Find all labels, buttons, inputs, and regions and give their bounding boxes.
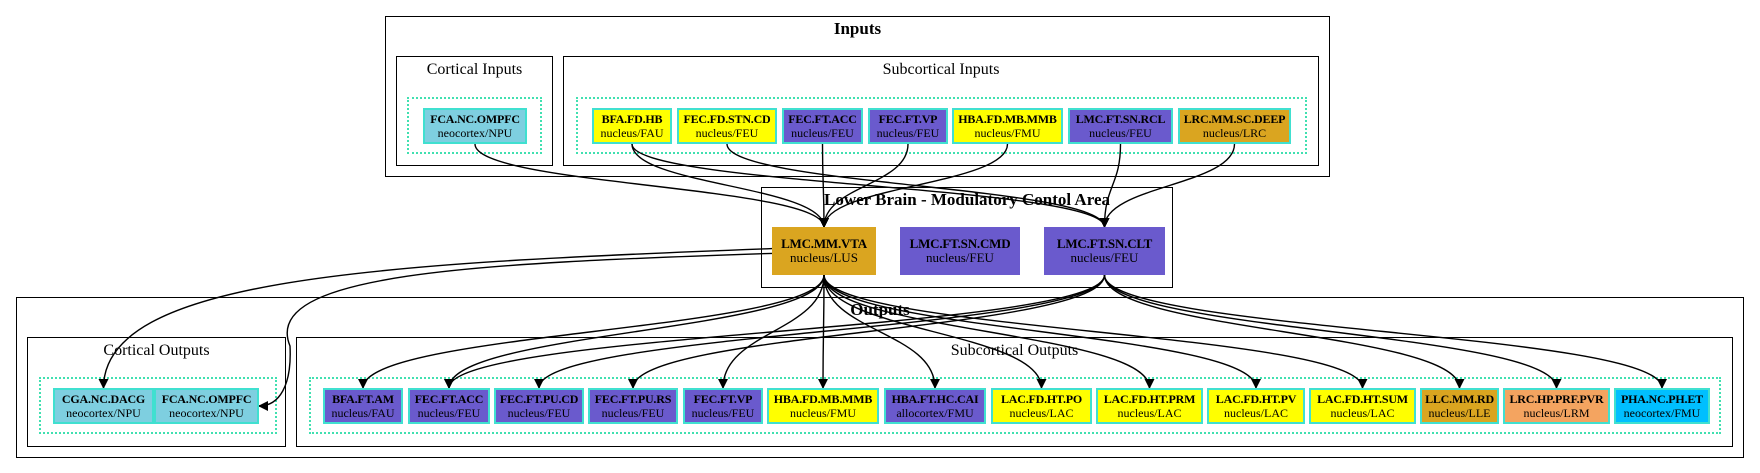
node-name: FEC.FT.PU.CD bbox=[499, 392, 579, 406]
node-name: PHA.NC.PH.ET bbox=[1621, 392, 1703, 406]
node-subtitle: nucleus/LAC bbox=[1009, 406, 1074, 420]
node-name: FEC.FT.PU.RS bbox=[594, 392, 672, 406]
node-name: FCA.NC.OMPFC bbox=[430, 112, 520, 126]
node-name: CGA.NC.DACG bbox=[61, 392, 146, 406]
node-subtitle: nucleus/FEU bbox=[926, 250, 994, 265]
node-name: HBA.FD.MB.MMB bbox=[773, 392, 873, 406]
node-fec-ft-vp-input[interactable]: FEC.FT.VP nucleus/FEU bbox=[868, 108, 948, 144]
node-name: LMC.FT.SN.CLT bbox=[1056, 236, 1153, 251]
node-lmc-ft-sn-rcl[interactable]: LMC.FT.SN.RCL nucleus/FEU bbox=[1068, 108, 1173, 144]
node-lac-fd-ht-prm[interactable]: LAC.FD.HT.PRM nucleus/LAC bbox=[1096, 388, 1203, 424]
node-subtitle: nucleus/FEU bbox=[601, 406, 665, 420]
node-lac-fd-ht-sum[interactable]: LAC.FD.HT.SUM nucleus/LAC bbox=[1309, 388, 1416, 424]
node-fca-nc-ompfc-output[interactable]: FCA.NC.OMPFC neocortex/NPU bbox=[154, 388, 259, 424]
node-fec-ft-acc-output[interactable]: FEC.FT.ACC nucleus/FEU bbox=[408, 388, 490, 424]
cluster-subcortical-outputs-label: Subcortical Outputs bbox=[950, 342, 1079, 359]
node-name: FEC.FD.STN.CD bbox=[683, 112, 771, 126]
cluster-lower-brain-label: Lower Brain - Modulatory Contol Area bbox=[824, 190, 1110, 209]
node-subtitle: neocortex/NPU bbox=[169, 406, 244, 420]
node-lac-fd-ht-po[interactable]: LAC.FD.HT.PO nucleus/LAC bbox=[991, 388, 1092, 424]
node-subtitle: nucleus/FMU bbox=[790, 406, 856, 420]
node-subtitle: nucleus/FEU bbox=[507, 406, 571, 420]
node-subtitle: nucleus/LUS bbox=[790, 250, 858, 265]
node-subtitle: nucleus/FEU bbox=[695, 126, 759, 140]
node-name: LLC.MM.RD bbox=[1425, 392, 1494, 406]
node-fec-ft-acc-input[interactable]: FEC.FT.ACC nucleus/FEU bbox=[782, 108, 863, 144]
node-fec-ft-vp-output[interactable]: FEC.FT.VP nucleus/FEU bbox=[683, 388, 763, 424]
node-name: HBA.FT.HC.CAI bbox=[891, 392, 979, 406]
node-name: LAC.FD.HT.PO bbox=[1000, 392, 1083, 406]
node-subtitle: allocortex/FMU bbox=[896, 406, 974, 420]
node-name: FEC.FT.VP bbox=[693, 392, 753, 406]
node-subtitle: nucleus/FEU bbox=[417, 406, 481, 420]
node-name: FCA.NC.OMPFC bbox=[161, 392, 252, 406]
node-name: LRC.MM.SC.DEEP bbox=[1183, 112, 1286, 126]
cluster-cortical-inputs-label: Cortical Inputs bbox=[426, 61, 523, 78]
node-lmc-ft-sn-clt[interactable]: LMC.FT.SN.CLT nucleus/FEU bbox=[1044, 227, 1165, 275]
cluster-subcortical-inputs-label: Subcortical Inputs bbox=[882, 61, 1000, 78]
node-name: LAC.FD.HT.SUM bbox=[1317, 392, 1408, 406]
node-name: HBA.FD.MB.MMB bbox=[958, 112, 1057, 126]
node-subtitle: nucleus/LLE bbox=[1428, 406, 1491, 420]
node-name: FEC.FT.VP bbox=[878, 112, 938, 126]
node-subtitle: nucleus/FAU bbox=[600, 126, 664, 140]
node-subtitle: nucleus/FEU bbox=[691, 406, 755, 420]
node-lrc-mm-sc-deep[interactable]: LRC.MM.SC.DEEP nucleus/LRC bbox=[1178, 108, 1291, 144]
node-subtitle: nucleus/FEU bbox=[1070, 250, 1139, 265]
node-bfa-fd-hb[interactable]: BFA.FD.HB nucleus/FAU bbox=[592, 108, 672, 144]
node-cga-nc-dacg[interactable]: CGA.NC.DACG neocortex/NPU bbox=[53, 388, 154, 424]
node-bfa-ft-am[interactable]: BFA.FT.AM nucleus/FAU bbox=[323, 388, 403, 424]
node-subtitle: nucleus/FEU bbox=[1089, 126, 1152, 140]
node-name: BFA.FT.AM bbox=[332, 392, 394, 406]
node-subtitle: nucleus/LAC bbox=[1330, 406, 1395, 420]
node-pha-nc-ph-et[interactable]: PHA.NC.PH.ET neocortex/FMU bbox=[1614, 388, 1710, 424]
node-subtitle: nucleus/LRC bbox=[1202, 126, 1267, 140]
node-fec-fd-stn-cd[interactable]: FEC.FD.STN.CD nucleus/FEU bbox=[677, 108, 777, 144]
node-subtitle: nucleus/LRM bbox=[1523, 406, 1590, 420]
node-name: LAC.FD.HT.PRM bbox=[1103, 392, 1196, 406]
node-subtitle: nucleus/LAC bbox=[1224, 406, 1288, 420]
node-name: LMC.FT.SN.RCL bbox=[1075, 112, 1166, 126]
node-name: BFA.FD.HB bbox=[601, 112, 663, 126]
node-name: FEC.FT.ACC bbox=[414, 392, 484, 406]
node-subtitle: nucleus/FAU bbox=[331, 406, 395, 420]
node-name: LMC.MM.VTA bbox=[781, 236, 867, 251]
node-fca-nc-ompfc-input[interactable]: FCA.NC.OMPFC neocortex/NPU bbox=[423, 108, 527, 144]
node-subtitle: nucleus/FEU bbox=[791, 126, 854, 140]
node-subtitle: nucleus/LAC bbox=[1117, 406, 1182, 420]
node-lrc-hp-prf-pvr[interactable]: LRC.HP.PRF.PVR nucleus/LRM bbox=[1503, 388, 1610, 424]
node-subtitle: nucleus/FEU bbox=[876, 126, 940, 140]
node-name: LMC.FT.SN.CMD bbox=[909, 236, 1011, 251]
node-hba-fd-mb-mmb-input[interactable]: HBA.FD.MB.MMB nucleus/FMU bbox=[952, 108, 1063, 144]
node-subtitle: neocortex/NPU bbox=[66, 406, 141, 420]
node-name: FEC.FT.ACC bbox=[788, 112, 857, 126]
node-hba-fd-mb-mmb-output[interactable]: HBA.FD.MB.MMB nucleus/FMU bbox=[767, 388, 879, 424]
node-fec-ft-pu-cd[interactable]: FEC.FT.PU.CD nucleus/FEU bbox=[494, 388, 584, 424]
node-name: LRC.HP.PRF.PVR bbox=[1509, 392, 1604, 406]
node-llc-mm-rd[interactable]: LLC.MM.RD nucleus/LLE bbox=[1420, 388, 1499, 424]
cluster-outputs-label: Outputs bbox=[850, 300, 910, 319]
cluster-cortical-outputs-label: Cortical Outputs bbox=[103, 342, 210, 359]
node-fec-ft-pu-rs[interactable]: FEC.FT.PU.RS nucleus/FEU bbox=[588, 388, 678, 424]
node-lmc-mm-vta[interactable]: LMC.MM.VTA nucleus/LUS bbox=[772, 227, 876, 275]
node-subtitle: neocortex/FMU bbox=[1623, 406, 1701, 420]
node-subtitle: neocortex/NPU bbox=[437, 126, 513, 140]
node-lmc-ft-sn-cmd[interactable]: LMC.FT.SN.CMD nucleus/FEU bbox=[900, 227, 1020, 275]
node-subtitle: nucleus/FMU bbox=[974, 126, 1041, 140]
node-hba-ft-hc-cai[interactable]: HBA.FT.HC.CAI allocortex/FMU bbox=[884, 388, 986, 424]
cluster-inputs-label: Inputs bbox=[833, 19, 882, 38]
node-name: LAC.FD.HT.PV bbox=[1215, 392, 1297, 406]
node-lac-fd-ht-pv[interactable]: LAC.FD.HT.PV nucleus/LAC bbox=[1207, 388, 1305, 424]
